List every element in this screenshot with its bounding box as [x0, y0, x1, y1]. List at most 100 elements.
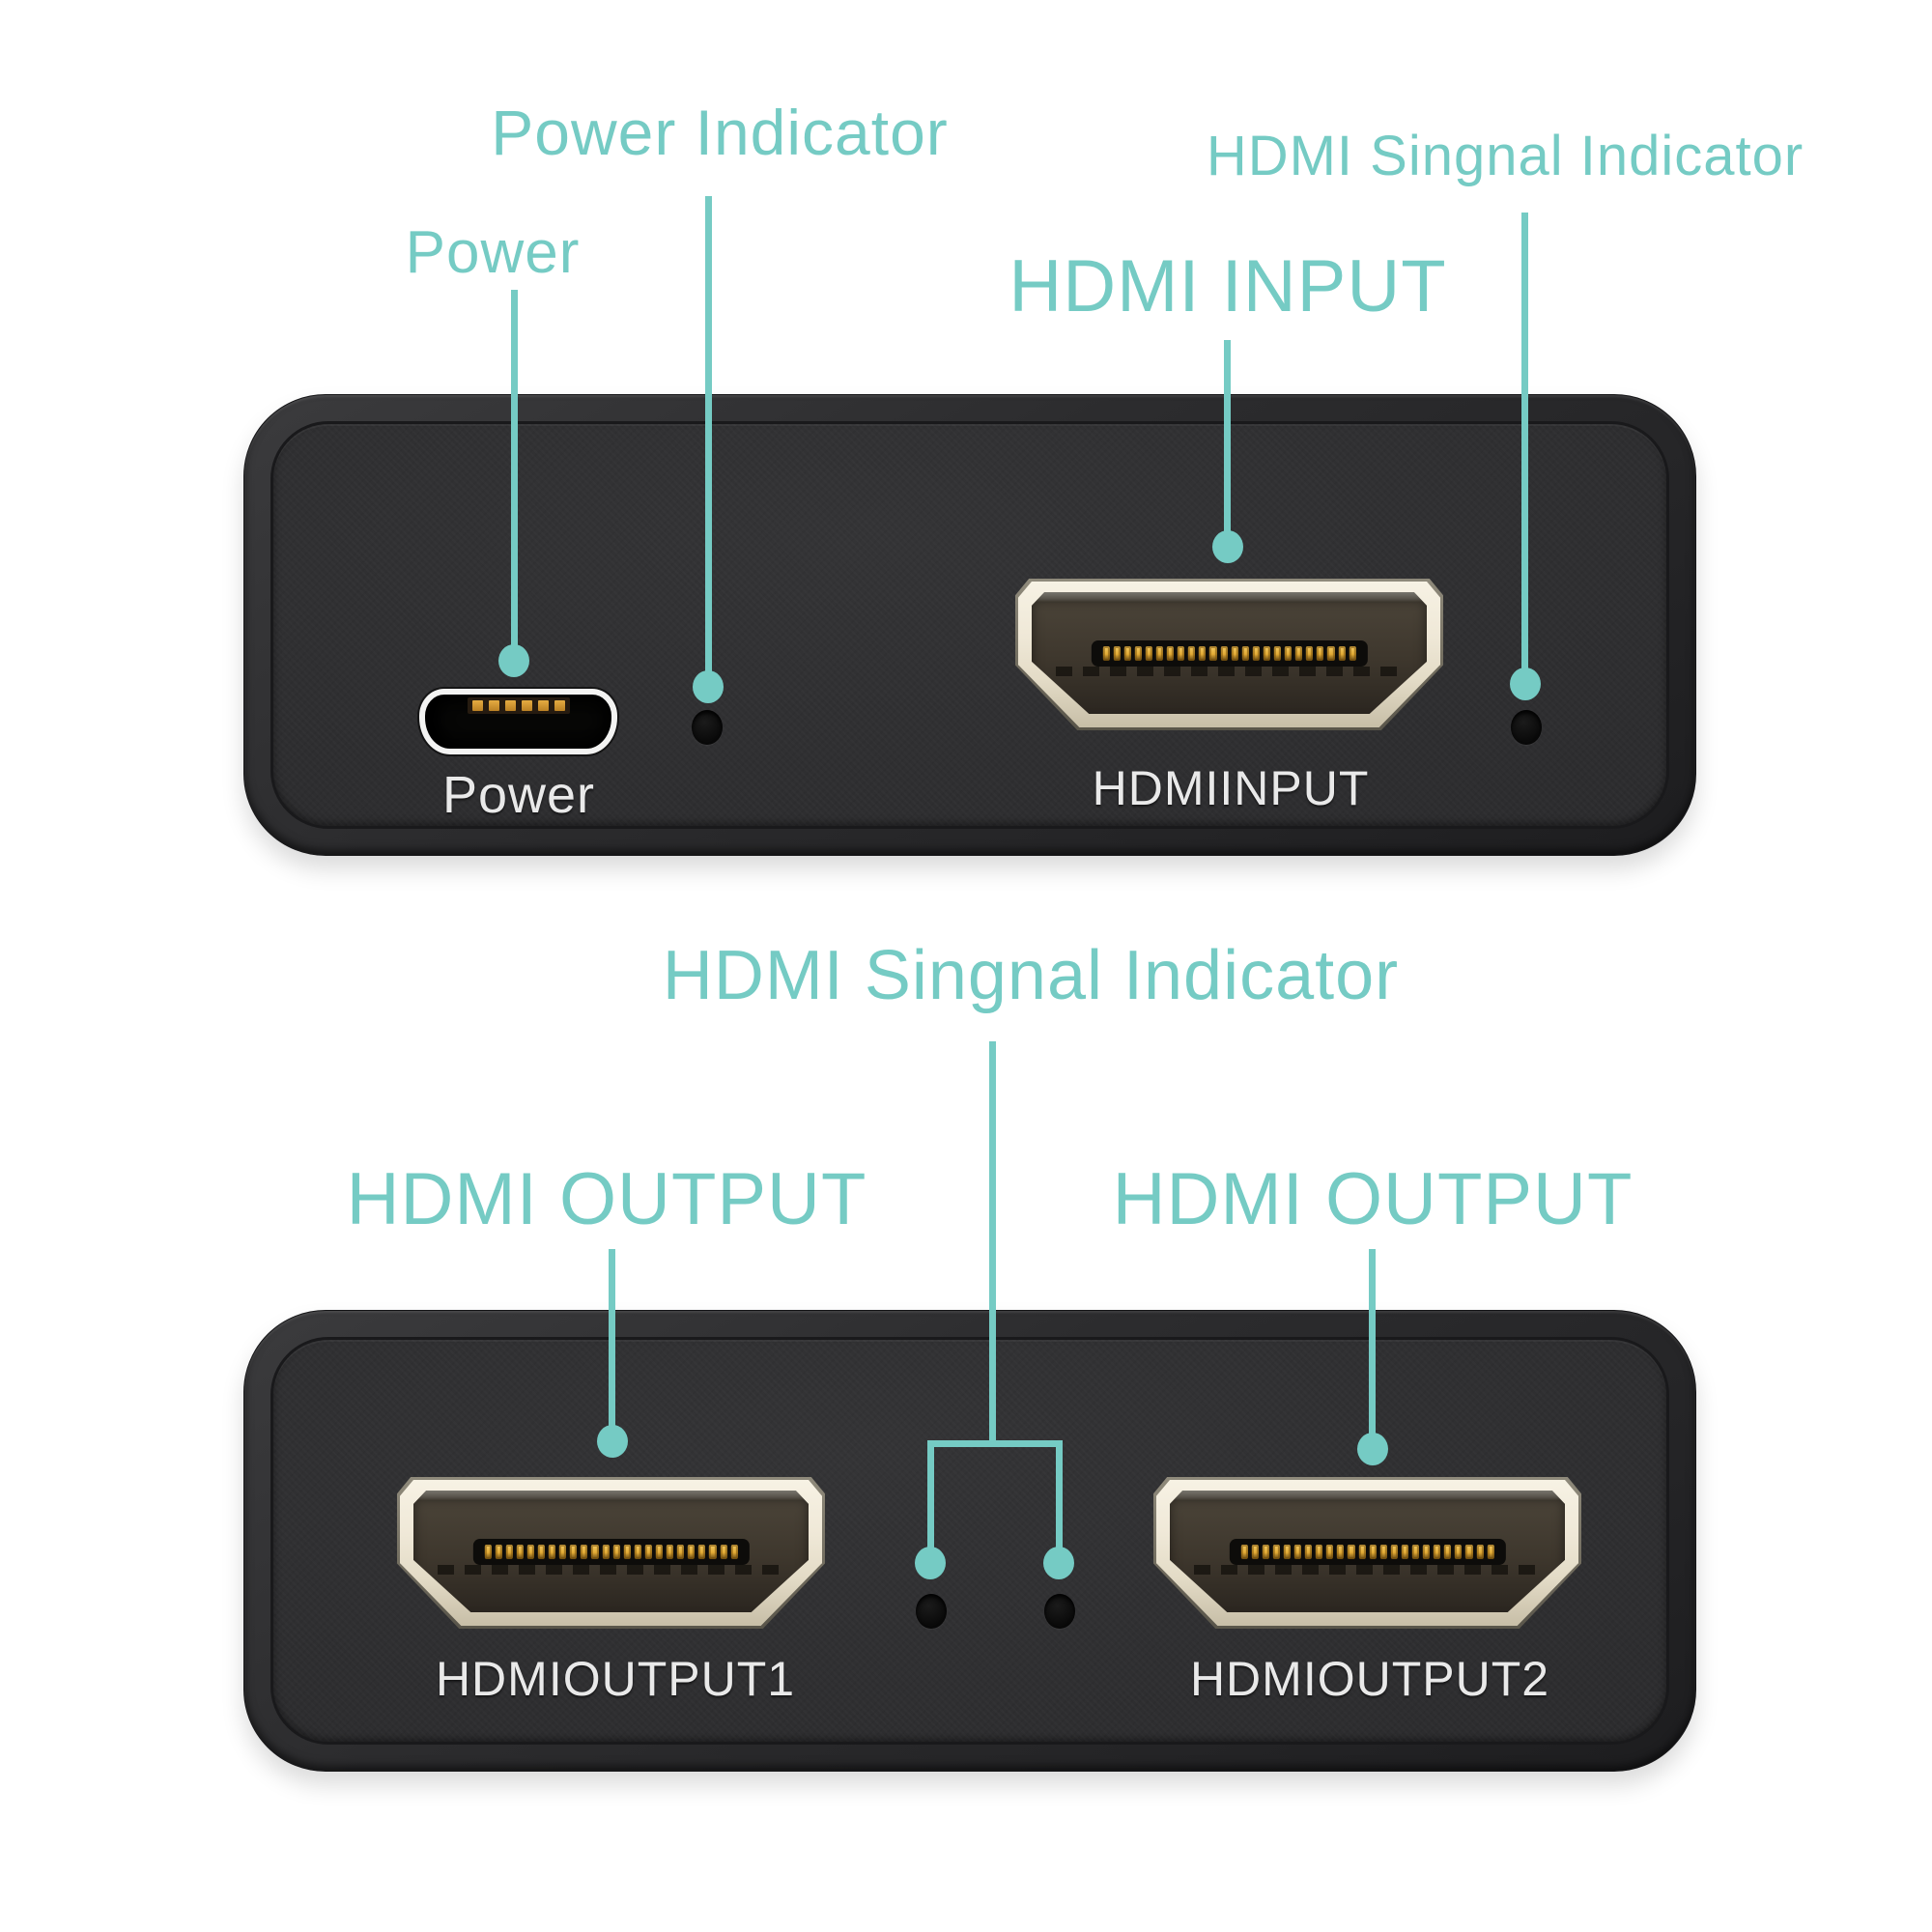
connector-pin: [688, 1545, 696, 1560]
connector-pin: [591, 1545, 599, 1560]
connector-pin: [655, 1545, 663, 1560]
leader-dot-signal-left: [915, 1547, 946, 1579]
leader-dot-signal-right: [1043, 1547, 1074, 1579]
connector-pin: [1487, 1545, 1494, 1560]
connector-pin: [505, 1545, 513, 1560]
connector-pin: [581, 1545, 588, 1560]
hdmi-teeth: [1055, 667, 1404, 677]
connector-pin: [1263, 646, 1270, 662]
connector-pin: [1411, 1545, 1419, 1560]
connector-pin: [484, 1545, 492, 1560]
hdmi-input-port: [1015, 579, 1443, 730]
splitter-bottom-panel: HDMIOUTPUT1 HDMIOUTPUT2: [243, 1310, 1696, 1772]
connector-pin: [1293, 1545, 1301, 1560]
connector-pin: [1199, 646, 1207, 662]
connector-pin: [1390, 1545, 1398, 1560]
connector-pin: [1241, 646, 1249, 662]
connector-pin: [1284, 646, 1293, 662]
callout-label-hdmi-output-left: HDMI OUTPUT: [346, 1158, 867, 1240]
connector-pin: [504, 700, 516, 711]
connector-pin: [1455, 1545, 1463, 1560]
leader-line-hdmi-signal-indicator-top: [1521, 213, 1528, 671]
connector-pin: [1358, 1545, 1366, 1560]
connector-pin: [570, 1545, 578, 1560]
connector-pin: [1220, 646, 1228, 662]
callout-label-hdmi-signal-indicator-bottom: HDMI Singnal Indicator: [662, 937, 1400, 1014]
connector-pin: [471, 700, 483, 711]
connector-pin: [709, 1545, 717, 1560]
connector-pin: [559, 1545, 567, 1560]
hdmi-signal-led-hole: [1511, 710, 1542, 745]
hdmi-output2-port-print: HDMIOUTPUT2: [1189, 1652, 1550, 1706]
connector-pin: [634, 1545, 641, 1560]
leader-dot-hdmi-input: [1212, 530, 1243, 563]
hdmi-pins: [1102, 646, 1356, 662]
connector-pin: [1209, 646, 1217, 662]
callout-label-hdmi-signal-indicator-top: HDMI Singnal Indicator: [1206, 125, 1804, 187]
leader-dot-hdmi-output-left: [597, 1425, 628, 1458]
connector-pin: [1155, 646, 1163, 662]
connector-pin: [644, 1545, 652, 1560]
hdmi-teeth: [437, 1565, 785, 1576]
connector-pin: [1251, 1545, 1259, 1560]
connector-pin: [1231, 646, 1238, 662]
connector-pin: [1295, 646, 1303, 662]
connector-pin: [516, 1545, 524, 1560]
usb-pins: [467, 697, 570, 714]
leader-bracket-drop-right: [1056, 1440, 1063, 1549]
connector-pin: [1102, 646, 1110, 662]
callout-label-power-indicator: Power Indicator: [491, 97, 949, 168]
connector-pin: [730, 1545, 738, 1560]
hdmi-pins: [484, 1545, 738, 1560]
connector-pin: [612, 1545, 620, 1560]
connector-pin: [548, 1545, 556, 1560]
connector-pin: [521, 700, 532, 711]
connector-pin: [1326, 1545, 1334, 1560]
power-led-hole: [692, 710, 723, 745]
callout-label-hdmi-input: HDMI INPUT: [1009, 245, 1447, 327]
connector-pin: [623, 1545, 631, 1560]
connector-pin: [602, 1545, 610, 1560]
micro-usb-power-port: [419, 689, 617, 754]
hdmi-pin-tongue: [1229, 1539, 1506, 1566]
connector-pin: [1317, 646, 1324, 662]
connector-pin: [720, 1545, 727, 1560]
connector-pin: [1327, 646, 1335, 662]
splitter-top-panel: Power HDMIINPUT: [243, 394, 1696, 856]
output2-signal-led-hole: [1044, 1594, 1075, 1629]
connector-pin: [1262, 1545, 1269, 1560]
connector-pin: [677, 1545, 685, 1560]
connector-pin: [1369, 1545, 1377, 1560]
connector-pin: [1272, 1545, 1280, 1560]
hdmi-port-cavity: [1170, 1491, 1565, 1612]
connector-pin: [1306, 646, 1314, 662]
leader-line-hdmi-input: [1224, 340, 1231, 533]
leader-dot-power-indicator: [693, 670, 724, 703]
hdmi-port-cavity: [1032, 592, 1427, 714]
connector-pin: [1252, 646, 1260, 662]
connector-pin: [1113, 646, 1121, 662]
connector-pin: [666, 1545, 674, 1560]
connector-pin: [1316, 1545, 1323, 1560]
connector-pin: [537, 700, 549, 711]
leader-line-hdmi-output-left: [609, 1249, 615, 1428]
connector-pin: [526, 1545, 534, 1560]
hdmi-output1-port-print: HDMIOUTPUT1: [435, 1652, 796, 1706]
callout-label-hdmi-output-right: HDMI OUTPUT: [1112, 1158, 1634, 1240]
hdmi-input-port-print: HDMIINPUT: [1092, 761, 1370, 815]
connector-pin: [1434, 1545, 1441, 1560]
connector-pin: [537, 1545, 545, 1560]
connector-pin: [1145, 646, 1152, 662]
leader-bracket-bar: [927, 1440, 1063, 1447]
connector-pin: [495, 1545, 502, 1560]
connector-pin: [1379, 1545, 1387, 1560]
connector-pin: [554, 700, 565, 711]
leader-dot-power: [498, 644, 529, 677]
hdmi-pin-tongue: [472, 1539, 750, 1566]
hdmi-output2-port: [1153, 1477, 1581, 1629]
power-port-print: Power: [441, 766, 596, 824]
connector-pin: [1273, 646, 1281, 662]
connector-pin: [1134, 646, 1142, 662]
connector-pin: [1166, 646, 1175, 662]
